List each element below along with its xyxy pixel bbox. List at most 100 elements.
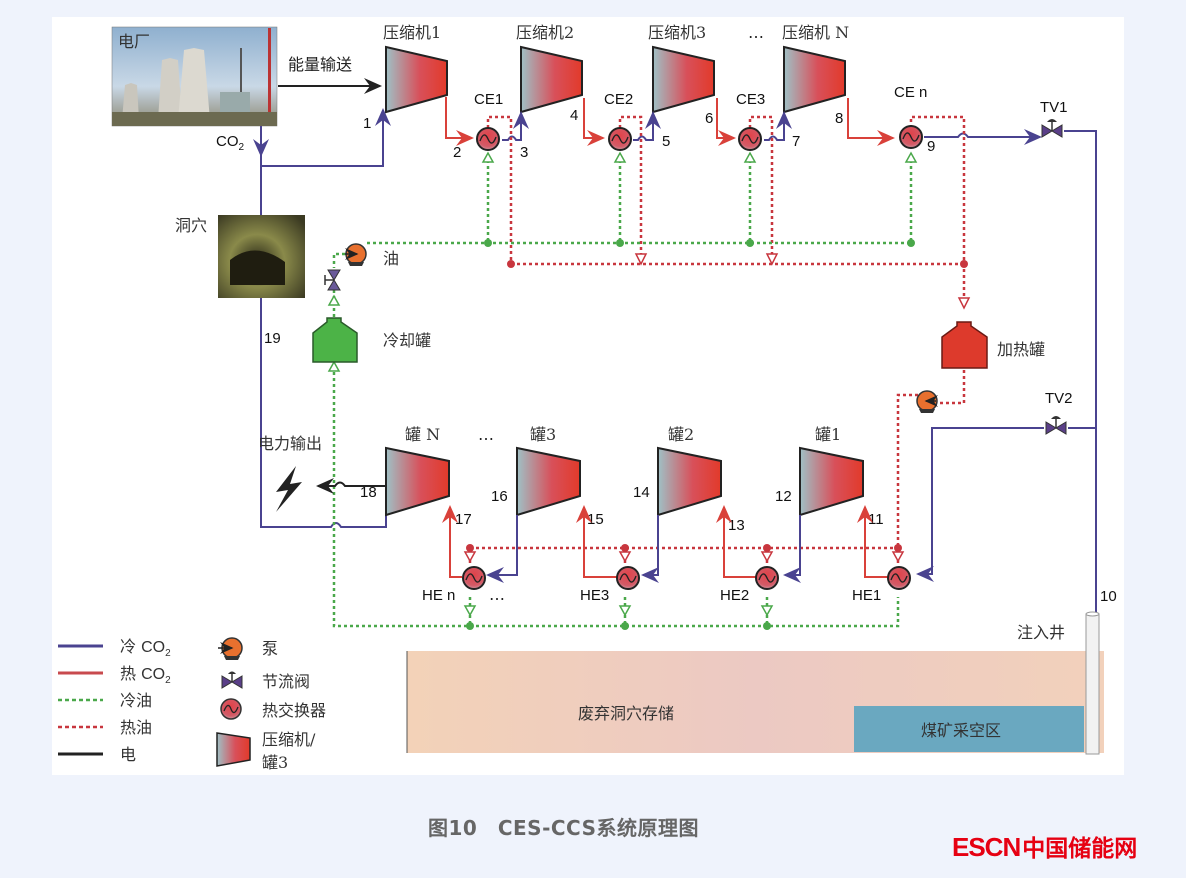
stream-number-label: 5 [662,133,670,150]
compressor-4[interactable]: 压缩机 N [782,23,849,114]
legend-heat-exchanger: 热交换器 [262,701,326,720]
injection-well-label: 注入井 [1017,623,1065,642]
compressor-label: 压缩机1 [383,23,441,42]
turbine-label: 罐 N [405,425,440,444]
hot-co2-line-4 [583,98,605,146]
power-plant-label: 电厂 [118,32,150,51]
hot-oil-to-he [896,393,918,548]
turbine-2[interactable]: 罐3 [516,425,581,517]
cold-co2-return-line [260,150,387,528]
cooler-ce2[interactable] [608,127,632,151]
heater-label: HE n [422,587,455,604]
cold-co2-line-14 [641,515,659,583]
cold-oil-header-bottom [332,372,900,628]
cold-co2-to-compressor1 [261,108,391,167]
stream-number-label: 12 [775,488,792,505]
stream-number-label: 2 [453,144,461,161]
pump-icon [218,637,243,660]
heater-1[interactable] [462,566,486,590]
legend: 冷 CO2 热 CO2 冷油 热油 电 泵 节流阀 热交换器 压缩机/ 罐3 [58,637,326,772]
compressor-label: 压缩机3 [648,23,706,42]
stream-number-label: 7 [792,133,800,150]
hot-oil-cen [909,115,966,305]
legend-compressor: 压缩机/ [262,730,316,749]
compressor-label: 压缩机 N [782,23,849,42]
cold-oil-valve[interactable] [324,269,341,291]
goaf-label: 煤矿采空区 [921,721,1001,740]
heater-2[interactable] [616,566,640,590]
cooling-tank-label: 冷却罐 [383,331,431,350]
heater-4[interactable] [887,566,911,590]
cold-co2-line-5 [633,111,661,141]
heating-tank: 加热罐 [941,321,1045,369]
cold-co2-line-12 [783,515,801,583]
cold-co2-to-he1 [916,427,1044,582]
cooler-ce1[interactable] [476,127,500,151]
co2-label: CO2 [216,133,245,153]
logo-latin: ESCN [952,832,1021,862]
compressor-3[interactable]: 压缩机3 [648,23,715,114]
escn-logo[interactable]: ESCN中国储能网 [952,829,1137,863]
storage-label: 废弃洞穴存储 [578,704,674,723]
logo-cn: 中国储能网 [1022,836,1138,862]
stream-number-label: 13 [728,517,745,534]
stream-number-label: 14 [633,484,650,501]
stream-number-label: 11 [868,511,884,528]
cold-co2-line-3 [502,111,529,141]
hot-co2-line-2 [445,97,474,146]
legend-electric: 电 [120,745,136,764]
hot-co2-line-11 [857,505,890,578]
stream-number-label: 4 [570,107,578,124]
cold-oil-to-coolers [486,160,913,243]
stream-number-label: 6 [705,110,713,127]
hot-oil-ce2 [618,115,643,262]
throttle-valve-icon [221,671,243,689]
turbine-label: 罐2 [668,425,694,444]
turbine-4[interactable]: 罐1 [799,425,864,517]
legend-hot-co2: 热 CO2 [120,664,171,686]
heater-label: HE3 [580,587,609,604]
stream-number-label: 1 [363,115,371,132]
cold-co2-line-10 [1064,130,1097,705]
figure-caption: 图10 CES-CCS系统原理图 [428,816,700,840]
cooler-ce3[interactable] [738,127,762,151]
cave-image: 洞穴 [175,215,305,298]
compressor-1[interactable]: 压缩机1 [383,23,448,114]
tv2-label: TV2 [1045,390,1073,407]
heater-label: HE1 [852,587,881,604]
power-plant-image: 电厂 [111,26,278,127]
compressor-2[interactable]: 压缩机2 [516,23,583,114]
heater-3[interactable] [755,566,779,590]
cooler-label: CE1 [474,91,503,108]
compressor-icon [216,732,251,767]
cooling-tank: 冷却罐 [312,317,431,363]
oil-pump-label: 油 [383,249,399,268]
cold-oil-pump[interactable]: 油 [345,243,399,268]
stream-number-label: 17 [455,511,472,528]
throttle-valve-tv2[interactable]: TV2 [1045,390,1073,435]
hot-co2-line-13 [716,505,759,578]
cooler-ce4[interactable] [899,125,923,149]
lightning-icon [276,466,302,512]
legend-pump: 泵 [262,639,278,658]
hot-co2-line-15 [576,505,617,578]
throttle-valve-tv1[interactable]: TV1 [1040,99,1068,138]
hot-oil-pump[interactable] [916,390,938,413]
energy-transfer-label: 能量输送 [288,55,352,74]
turbine-1[interactable]: 罐 N [385,425,450,517]
legend-hot-oil: 热油 [120,718,152,737]
hot-co2-line-6 [716,98,736,146]
electric-output-line [316,478,386,494]
cooler-label: CE3 [736,91,765,108]
heater-label: HE2 [720,587,749,604]
cold-co2-line-9 [924,129,1042,145]
stream-10-label: 10 [1100,588,1117,605]
turbine-label: 罐3 [530,425,556,444]
turbine-3[interactable]: 罐2 [657,425,722,517]
cooler-label: CE n [894,84,927,101]
tv1-label: TV1 [1040,99,1068,116]
cold-co2-line-7 [764,111,792,141]
cave-label: 洞穴 [175,216,207,235]
legend-throttle-valve: 节流阀 [262,672,310,691]
